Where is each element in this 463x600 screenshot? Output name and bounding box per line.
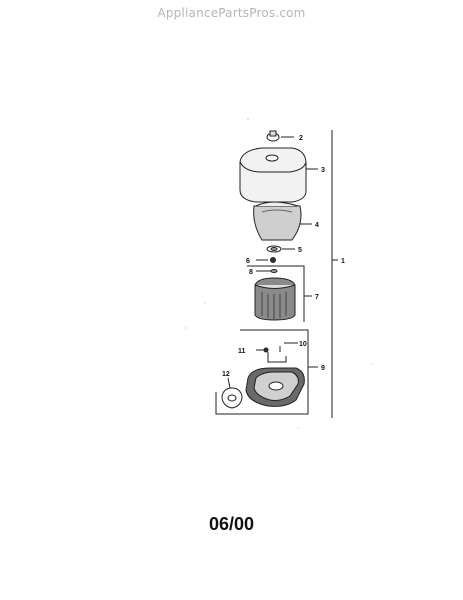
- base-bracket-9: [215, 329, 318, 415]
- callout-12: 12: [222, 371, 230, 378]
- kit-bracket-7: [247, 265, 312, 322]
- revision-date: 06/00: [208, 514, 255, 534]
- part-gasket[interactable]: [221, 377, 243, 409]
- callout-11: 11: [238, 348, 246, 355]
- part-paper-filter[interactable]: [254, 277, 296, 321]
- callout-1: 1: [341, 258, 345, 265]
- callout-9: 9: [321, 365, 325, 372]
- watermark-text: AppliancePartsPros.com: [157, 6, 306, 20]
- part-breather-tube[interactable]: [267, 342, 298, 363]
- part-nut[interactable]: [256, 257, 276, 263]
- callout-6: 6: [246, 258, 250, 265]
- callout-4: 4: [315, 222, 319, 229]
- callout-5: 5: [298, 247, 302, 254]
- part-base[interactable]: [245, 367, 305, 407]
- scan-noise: [185, 118, 373, 429]
- assembly-bracket-1: [331, 130, 338, 418]
- callout-7: 7: [315, 294, 319, 301]
- part-kit-seal[interactable]: [256, 269, 278, 273]
- part-air-cleaner-cover[interactable]: [239, 147, 318, 203]
- part-pre-cleaner[interactable]: [253, 201, 312, 241]
- callout-2: 2: [299, 135, 303, 142]
- part-seal[interactable]: [266, 245, 295, 253]
- part-wing-nut[interactable]: [266, 130, 294, 142]
- callout-3: 3: [321, 167, 325, 174]
- callout-8: 8: [249, 269, 253, 276]
- callout-10: 10: [299, 341, 307, 348]
- part-screw[interactable]: [256, 347, 269, 353]
